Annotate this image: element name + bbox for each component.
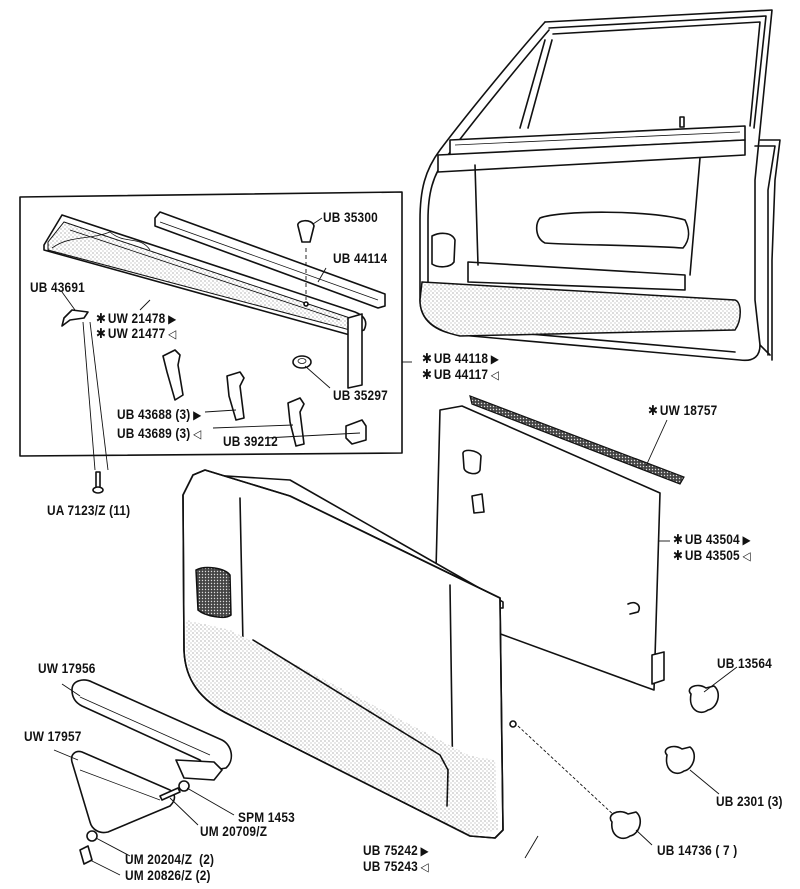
part-label-ub2301: UB 2301 (3)	[716, 794, 783, 809]
part-code: UA 7123/Z	[47, 503, 106, 518]
part-label-um20204z: UM 20204/Z (2)	[125, 852, 214, 867]
capping-channel-icon	[154, 211, 386, 309]
part-qty: (2)	[199, 852, 215, 867]
part-label-ub44117: ✱UB 44117◁	[422, 367, 499, 383]
part-code: UB 75243	[363, 859, 418, 874]
part-label-ub35297: UB 35297	[333, 388, 388, 403]
trim-clip-icon	[297, 219, 315, 307]
part-label-ub13564: UB 13564	[717, 656, 772, 671]
asterisk-icon: ✱	[96, 326, 107, 341]
part-code: UB 43505	[684, 548, 740, 563]
asterisk-icon: ✱	[422, 367, 433, 382]
asterisk-icon: ✱	[648, 403, 659, 418]
part-code: UM 20709/Z	[200, 824, 268, 839]
part-qty: (11)	[109, 503, 131, 518]
part-code: UW 21477	[107, 326, 166, 341]
filled-triangle-icon: ▶	[193, 408, 202, 422]
part-qty: (3)	[175, 426, 191, 441]
part-label-ub14736: UB 14736 ( 7 )	[657, 843, 737, 858]
part-qty: (3)	[175, 407, 191, 422]
part-label-uw17956: UW 17956	[38, 661, 96, 676]
asterisk-icon: ✱	[422, 351, 433, 366]
asterisk-icon: ✱	[673, 548, 684, 563]
part-qty: (2)	[195, 868, 211, 883]
part-code: UB 2301	[716, 794, 765, 809]
part-code: UM 20204/Z	[125, 852, 193, 867]
part-code: SPM 1453	[238, 810, 295, 825]
open-triangle-icon: ◁	[193, 427, 202, 441]
filled-triangle-icon: ▶	[168, 312, 177, 326]
leader-lines	[61, 217, 539, 859]
open-triangle-icon: ◁	[420, 860, 429, 874]
part-label-ub44118: ✱UB 44118▶	[422, 351, 499, 367]
part-qty: ( 7 )	[715, 843, 738, 858]
asterisk-icon: ✱	[673, 532, 684, 547]
part-label-ub39212: UB 39212	[223, 434, 278, 449]
part-code: UB 43689	[117, 426, 172, 441]
part-code: UB 13564	[717, 656, 772, 671]
asterisk-icon: ✱	[96, 311, 107, 326]
part-code: UB 75242	[363, 843, 418, 858]
part-label-spm1453: SPM 1453	[238, 810, 295, 825]
screw-icon	[79, 787, 199, 876]
part-label-um20709z: UM 20709/Z	[200, 824, 267, 839]
part-label-ub43689: UB 43689 (3)◁	[117, 426, 201, 442]
part-code: UB 43691	[30, 280, 85, 295]
door-capping-icon	[43, 214, 367, 389]
part-label-ub35300: UB 35300	[323, 210, 378, 225]
part-code: UB 44118	[433, 351, 489, 366]
part-label-ub43688: UB 43688 (3)▶	[117, 407, 201, 423]
part-code: UB 35297	[333, 388, 388, 403]
filled-triangle-icon: ▶	[420, 844, 429, 858]
armrest-base-icon	[53, 749, 223, 834]
part-code: UB 43504	[684, 532, 740, 547]
part-code: UW 21478	[107, 311, 166, 326]
part-code: UB 35300	[323, 210, 378, 225]
door-shell-icon	[419, 9, 781, 362]
part-qty: (3)	[767, 794, 783, 809]
part-code: UB 44114	[333, 251, 388, 266]
part-code: UB 44117	[433, 367, 489, 382]
part-code: UB 39212	[223, 434, 278, 449]
washer-icon	[86, 780, 235, 857]
part-code: UW 17957	[24, 729, 82, 744]
screw-icon	[82, 321, 109, 494]
trim-panel-icon	[182, 469, 504, 839]
part-code: UW 18757	[659, 403, 718, 418]
bracket-icon	[162, 349, 367, 447]
part-code: UM 20826/Z	[125, 868, 193, 883]
filled-triangle-icon: ▶	[742, 533, 751, 547]
bracket-icon	[61, 309, 89, 327]
part-label-ub44114: UB 44114	[333, 251, 387, 266]
washer-icon	[292, 355, 312, 369]
part-label-uw17957: UW 17957	[24, 729, 82, 744]
part-label-ub43504: ✱UB 43504▶	[673, 532, 751, 548]
part-label-ub43691: UB 43691	[30, 280, 85, 295]
open-triangle-icon: ◁	[490, 368, 500, 382]
part-label-uw21477: ✱UW 21477◁	[96, 326, 176, 342]
part-label-um20826z: UM 20826/Z (2)	[125, 868, 211, 883]
part-code: UW 17956	[38, 661, 96, 676]
filled-triangle-icon: ▶	[490, 352, 500, 366]
part-label-ub43505: ✱UB 43505◁	[673, 548, 751, 564]
part-code: UB 14736	[657, 843, 712, 858]
part-label-ua7123z: UA 7123/Z (11)	[47, 503, 130, 518]
part-label-ub75242: UB 75242▶	[363, 843, 429, 859]
seal-strip-icon	[469, 395, 685, 485]
open-triangle-icon: ◁	[168, 327, 177, 341]
part-label-uw18757: ✱UW 18757	[648, 403, 717, 418]
inset-box	[19, 191, 412, 457]
fastener-clip-icon	[509, 666, 738, 846]
part-label-ub75243: UB 75243◁	[363, 859, 429, 875]
open-triangle-icon: ◁	[742, 549, 751, 563]
part-code: UB 43688	[117, 407, 172, 422]
part-label-uw21478: ✱UW 21478▶	[96, 311, 176, 327]
